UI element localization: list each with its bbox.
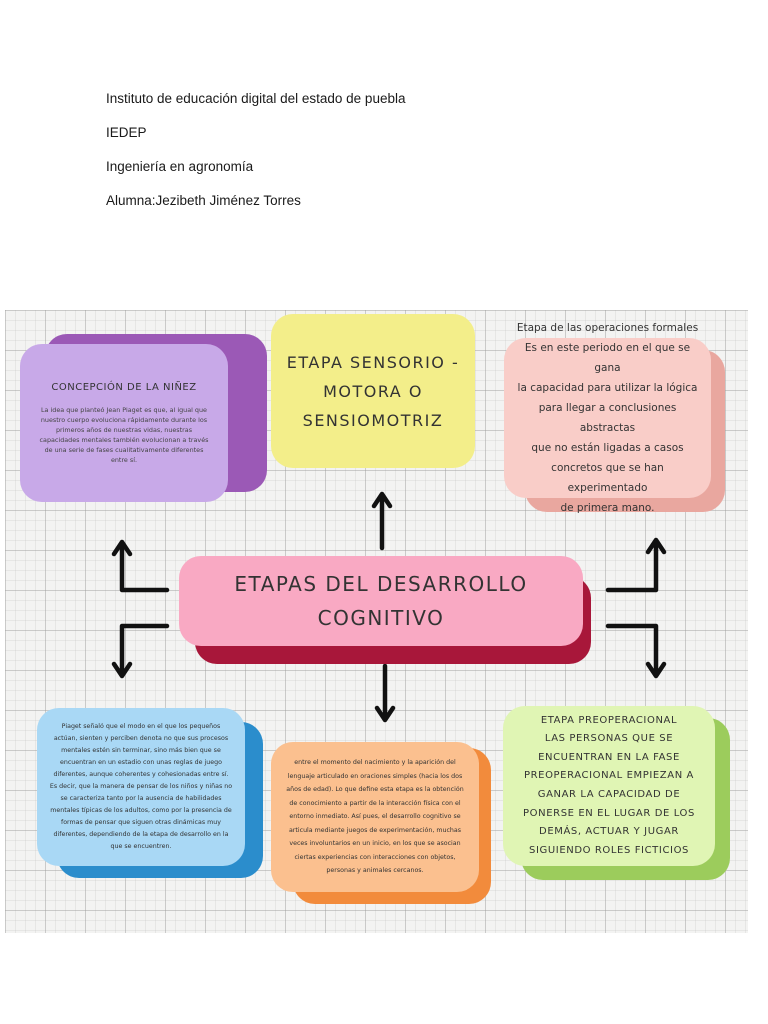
institution-acronym: IEDEP (106, 125, 147, 140)
arrow-down-center (374, 663, 396, 723)
central-title-line2: COGNITIVO (317, 606, 445, 630)
card-etapa-preoperacional: ETAPA PREOPERACIONAL LAS PERSONAS QUE SE… (503, 706, 715, 866)
card-nacimiento-lenguaje: entre el momento del nacimiento y la apa… (271, 742, 479, 892)
card-title-line: SENSIOMOTRIZ (302, 410, 444, 430)
card-title-line: ETAPA SENSORIO - (286, 352, 460, 372)
card-line: SIGUIENDO ROLES FICTICIOS (529, 844, 689, 856)
card-line: concretos que se han experimentado (551, 462, 664, 494)
card-title-line: MOTORA O (323, 381, 423, 401)
card-line: para llegar a conclusiones abstractas (538, 402, 677, 434)
card-line: la capacidad para utilizar la lógica (517, 382, 698, 394)
arrow-up-center (371, 491, 393, 551)
concept-map-board: CONCEPCIÓN DE LA NIÑEZ La idea que plant… (5, 310, 748, 933)
card-line: PREOPERACIONAL EMPIEZAN A (523, 770, 695, 782)
arrow-left-up (111, 539, 170, 593)
student-name: Alumna:Jezibeth Jiménez Torres (106, 193, 301, 208)
card-text: La idea que planteó Jean Piaget es que, … (39, 405, 209, 464)
card-line: PONERSE EN EL LUGAR DE LOS (523, 807, 695, 819)
card-text: Piaget señaló que el modo en el que los … (49, 723, 233, 850)
card-etapa-sensoriomotora: ETAPA SENSORIO - MOTORA O SENSIOMOTRIZ (271, 314, 475, 468)
document-header: Instituto de educación digital del estad… (106, 90, 405, 226)
career-name: Ingeniería en agronomía (106, 159, 254, 174)
institution-name: Instituto de educación digital del estad… (106, 91, 406, 106)
central-title-line1: ETAPAS DEL DESARROLLO (234, 572, 528, 596)
card-concepcion-ninez: CONCEPCIÓN DE LA NIÑEZ La idea que plant… (20, 344, 228, 502)
card-title: CONCEPCIÓN DE LA NIÑEZ (51, 381, 197, 393)
card-operaciones-formales: Etapa de las operaciones formales Es en … (504, 322, 711, 514)
card-line: ETAPA PREOPERACIONAL (540, 714, 678, 726)
arrow-right-down (605, 623, 667, 679)
card-line: Es en este periodo en el que se gana (524, 342, 691, 374)
card-line: DEMÁS, ACTUAR Y JUGAR (539, 826, 679, 838)
card-line: GANAR LA CAPACIDAD DE (537, 789, 681, 800)
card-line: Etapa de las operaciones formales (516, 322, 699, 334)
arrow-right-up (605, 537, 667, 593)
card-line: que no están ligadas a casos (531, 442, 684, 454)
card-piaget-modo: Piaget señaló que el modo en el que los … (37, 708, 245, 866)
arrow-left-down (111, 623, 170, 679)
card-central-title: ETAPAS DEL DESARROLLO COGNITIVO (179, 556, 583, 646)
card-text: entre el momento del nacimiento y la apa… (286, 759, 464, 875)
card-line: de primera mano. (560, 502, 655, 514)
card-line: ENCUENTRAN EN LA FASE (538, 751, 680, 763)
connector-arrows (111, 491, 667, 723)
card-line: LAS PERSONAS QUE SE (544, 733, 674, 745)
